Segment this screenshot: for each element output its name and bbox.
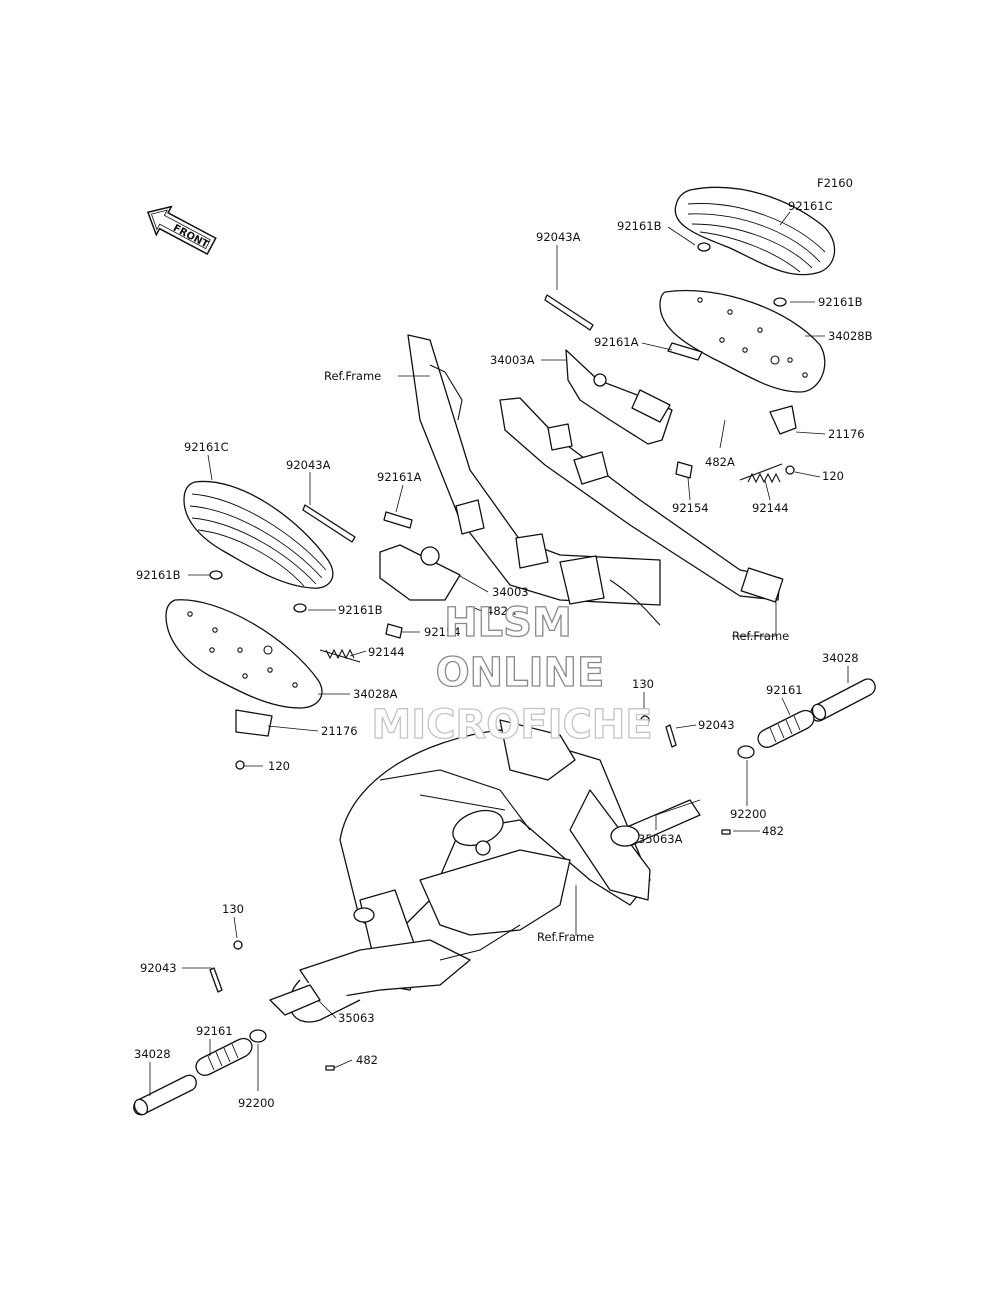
main-frame: [289, 334, 784, 1023]
pin-92043A-right: [544, 294, 594, 331]
bolt-120-left: [235, 760, 245, 770]
pin-92043A-left: [302, 504, 356, 543]
callout-92161C-left: 92161C: [184, 440, 229, 454]
damper-92161A-right: [667, 342, 703, 361]
callout-92161B-left-2: 92161B: [338, 603, 383, 617]
callout-92161A-right: 92161A: [594, 335, 639, 349]
callout-92161B-left-1: 92161B: [136, 568, 181, 582]
callout-92043A-right: 92043A: [536, 230, 581, 244]
callout-92161C-right: 92161C: [788, 199, 833, 213]
front-direction-arrow-icon: FRONT: [146, 205, 217, 256]
callout-34003: 34003: [492, 585, 529, 599]
bolt-120-right: [785, 465, 795, 475]
bolt-92154-right: [675, 461, 693, 479]
callout-120-left: 120: [268, 759, 290, 773]
right-floorboard: [659, 186, 836, 393]
callout-labels: 92161C 92161B 92043A 92161B 34028B 92161…: [134, 199, 873, 1110]
callout-92161-left: 92161: [196, 1024, 233, 1038]
callout-ref-frame-2: Ref.Frame: [732, 629, 789, 643]
callout-92161A-left: 92161A: [377, 470, 422, 484]
cover-21176-left: [235, 709, 273, 737]
callout-130-left: 130: [222, 902, 244, 916]
callout-92144-left: 92144: [368, 645, 405, 659]
callout-92043-left: 92043: [140, 961, 177, 975]
left-floorboard: [165, 480, 334, 709]
callout-34028A: 34028A: [353, 687, 398, 701]
callout-92154-left: 92154: [424, 625, 461, 639]
damper-92161B-left-2: [293, 603, 307, 613]
callout-34003A: 34003A: [490, 353, 535, 367]
damper-92161A-left: [383, 511, 413, 529]
spring-92144-left: [319, 649, 361, 663]
callout-35063A: 35063A: [638, 832, 683, 846]
callout-34028-left: 34028: [134, 1047, 171, 1061]
leader-lines: [149, 211, 849, 1096]
figure-code: F2160: [817, 176, 853, 190]
watermark-line-2: ONLINE: [436, 650, 605, 696]
damper-92161B-left-1: [209, 570, 223, 580]
callout-120-right: 120: [822, 469, 844, 483]
left-passenger-peg: [133, 940, 335, 1116]
callout-92043-right: 92043: [698, 718, 735, 732]
right-passenger-peg: [610, 678, 876, 847]
callout-34028B: 34028B: [828, 329, 873, 343]
callout-ref-frame-3: Ref.Frame: [537, 930, 594, 944]
watermark-line-1: HLSM: [444, 600, 572, 646]
callout-482A-left: 482A: [486, 604, 516, 618]
callout-92161B-right: 92161B: [818, 295, 863, 309]
spring-92144-right: [739, 463, 783, 481]
callout-21176-right: 21176: [828, 427, 865, 441]
callout-35063: 35063: [338, 1011, 375, 1025]
cover-21176-right: [769, 405, 797, 435]
watermark: HLSM ONLINE MICROFICHE: [371, 599, 654, 748]
bracket-34003A: [565, 349, 673, 445]
callout-34028-right: 34028: [822, 651, 859, 665]
callout-92043A-left: 92043A: [286, 458, 331, 472]
callout-130-right: 130: [632, 677, 654, 691]
damper-92161B-top: [697, 242, 711, 252]
callout-92154-right: 92154: [672, 501, 709, 515]
callout-92200-left: 92200: [238, 1096, 275, 1110]
callout-21176-left: 21176: [321, 724, 358, 738]
callout-92161B-top-right: 92161B: [617, 219, 662, 233]
callout-482-left: 482: [356, 1053, 378, 1067]
bracket-34003: [379, 544, 461, 601]
callout-ref-frame-1: Ref.Frame: [324, 369, 381, 383]
bolt-92154-left: [385, 623, 403, 639]
watermark-line-3: MICROFICHE: [371, 702, 652, 748]
callout-482-right: 482: [762, 824, 784, 838]
damper-92161B-right: [773, 297, 787, 307]
callout-92144-right: 92144: [752, 501, 789, 515]
callout-482A-right: 482A: [705, 455, 735, 469]
callout-92161-right: 92161: [766, 683, 803, 697]
callout-92200-right: 92200: [730, 807, 767, 821]
